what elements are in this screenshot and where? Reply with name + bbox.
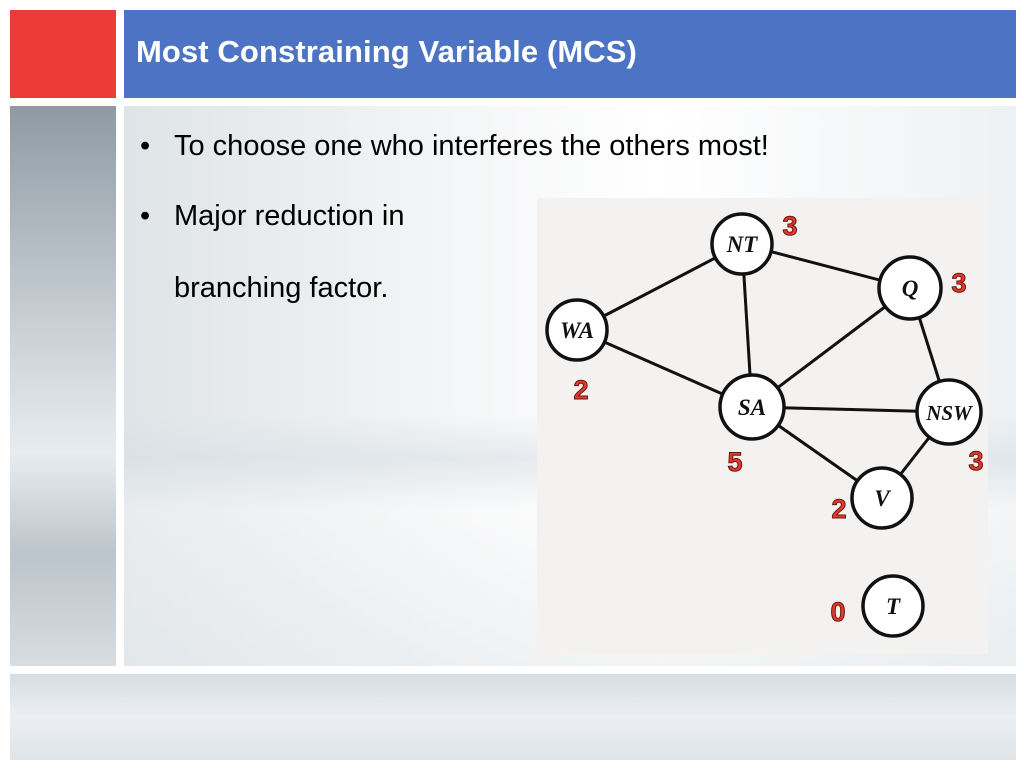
- node-circle: [718, 373, 786, 441]
- bullet-symbol: •: [140, 130, 151, 162]
- bullet-text: To choose one who interferes the others …: [174, 130, 769, 162]
- node-circle: [861, 574, 925, 638]
- constraint-graph: NT Q WA SA NSW V T 3 3 2 5 3 2 0: [545, 211, 984, 638]
- graph-node-nt: NT: [710, 212, 774, 276]
- constraint-graph-figure: NT Q WA SA NSW V T 3 3 2 5 3 2 0: [537, 198, 988, 654]
- constraint-count-v: 2: [831, 494, 846, 524]
- node-circle: [545, 298, 609, 362]
- node-label: NSW: [925, 401, 973, 425]
- constraint-count-sa: 5: [727, 447, 742, 477]
- side-decoration-panel: [10, 106, 116, 666]
- constraint-count-q: 3: [951, 268, 966, 298]
- graph-node-nsw: NSW: [915, 378, 983, 446]
- footer-panel: [10, 674, 1016, 760]
- graph-node-sa: SA: [718, 373, 786, 441]
- node-label: WA: [560, 318, 594, 343]
- graph-node-t: T: [861, 574, 925, 638]
- constraint-count-nt: 3: [782, 211, 797, 241]
- bullet-text-continuation: branching factor.: [174, 272, 389, 304]
- node-label: NT: [726, 232, 759, 257]
- graph-node-q: Q: [877, 255, 943, 321]
- slide-title: Most Constraining Variable (MCS): [136, 34, 637, 69]
- node-label: Q: [902, 276, 919, 301]
- accent-block: [10, 10, 116, 98]
- constraint-count-wa: 2: [573, 375, 588, 405]
- graph-node-v: V: [850, 466, 914, 530]
- counts-layer: 3 3 2 5 3 2 0: [573, 211, 984, 628]
- node-circle: [850, 466, 914, 530]
- nodes-layer: NT Q WA SA NSW V T: [545, 212, 983, 638]
- node-circle: [710, 212, 774, 276]
- node-label: T: [886, 594, 901, 619]
- node-label: SA: [738, 395, 766, 420]
- bullet-symbol: •: [140, 200, 151, 232]
- graph-node-wa: WA: [545, 298, 609, 362]
- constraint-count-nsw: 3: [968, 446, 983, 476]
- bullet-text: Major reduction in: [174, 200, 405, 232]
- title-bar: [124, 10, 1016, 98]
- node-circle: [877, 255, 943, 321]
- node-label: V: [874, 486, 891, 511]
- node-circle: [915, 378, 983, 446]
- constraint-count-t: 0: [830, 597, 845, 627]
